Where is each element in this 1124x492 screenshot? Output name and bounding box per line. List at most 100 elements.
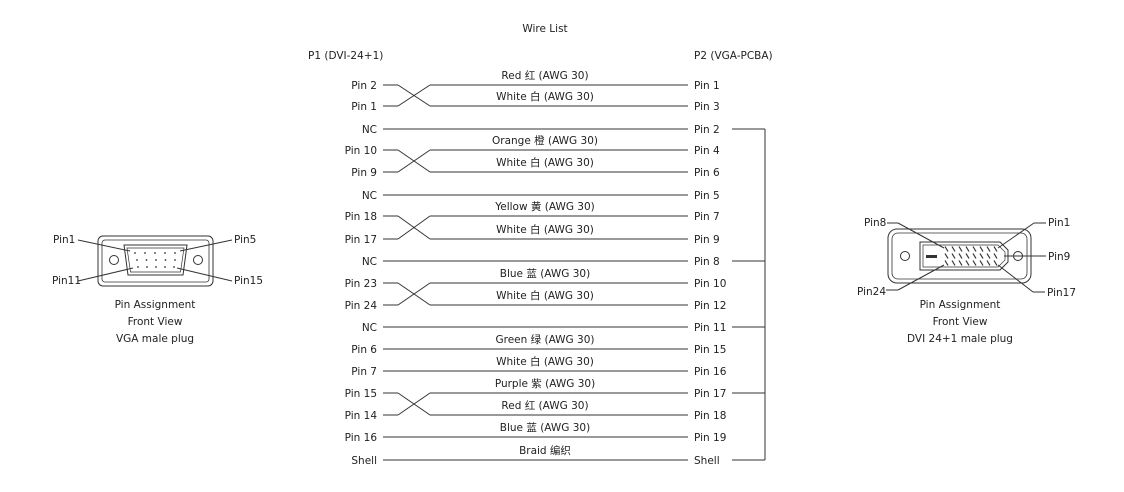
vga-pin [164, 252, 166, 254]
p2-pin-label: Pin 19 [694, 432, 726, 444]
dvi-pin [993, 246, 998, 252]
vga-pin [164, 266, 166, 268]
vga-pin [137, 266, 139, 268]
p1-pin-label: Pin 24 [345, 300, 378, 312]
p1-pin-label: NC [362, 322, 377, 334]
vga-pin1-label: Pin1 [53, 234, 75, 246]
dvi-pin [958, 253, 963, 259]
dvi-pin [993, 253, 998, 259]
vga-pin [155, 266, 157, 268]
diagram-title: Wire List [522, 23, 567, 35]
vga-d-sub-outline [123, 244, 188, 276]
vga-pin [136, 259, 138, 261]
vga-caption-3: VGA male plug [116, 333, 194, 345]
dvi-pin17-label: Pin17 [1047, 287, 1076, 299]
p2-pin-label: Pin 12 [694, 300, 726, 312]
ground-bus [732, 128, 766, 461]
p1-header: P1 (DVI-24+1) [308, 50, 383, 62]
dvi-pin [979, 246, 984, 252]
dvi-screw-left [900, 251, 910, 261]
dvi-pin [958, 260, 963, 266]
dvi-pin [965, 260, 970, 266]
p1-pin-label: NC [362, 124, 377, 136]
dvi-pin-grid [944, 246, 998, 266]
wire-color-label: Purple 紫 (AWG 30) [495, 378, 595, 390]
dvi-pin [965, 253, 970, 259]
dvi-pin [944, 260, 949, 266]
vga-pin [173, 266, 175, 268]
p2-pin-label: Pin 9 [694, 234, 720, 246]
wire-cross [397, 149, 431, 173]
p1-pin-label: Pin 15 [345, 388, 377, 400]
dvi-pin [993, 260, 998, 266]
p1-pin-label: Pin 16 [345, 432, 378, 444]
dvi-pin [951, 253, 956, 259]
p2-pin-label: Pin 10 [694, 278, 726, 290]
p2-pin-label: Pin 2 [694, 124, 720, 136]
p1-pin-label: Pin 9 [351, 167, 377, 179]
dvi-pin [972, 260, 977, 266]
vga-pin5-label: Pin5 [234, 234, 256, 246]
vga-shell-inner [101, 239, 210, 283]
vga-pin [174, 252, 176, 254]
dvi-pin [951, 246, 956, 252]
p2-pin-label: Pin 16 [694, 366, 727, 378]
dvi-pin [958, 246, 963, 252]
wire-color-label: Orange 橙 (AWG 30) [492, 134, 598, 147]
p2-pin-label: Pin 7 [694, 211, 720, 223]
wire-cross [397, 392, 431, 416]
dvi-pin [944, 253, 949, 259]
vga-screw-left [109, 255, 119, 265]
vga-pin11-label: Pin11 [52, 275, 81, 287]
wire-color-label: Red 红 (AWG 30) [501, 399, 588, 412]
vga-pin [154, 252, 156, 254]
dvi-ground-blade [926, 255, 937, 258]
dvi-pin [972, 253, 977, 259]
p2-pin-label: Pin 11 [694, 322, 726, 334]
dvi-pin [965, 246, 970, 252]
p1-pin-label: Shell [351, 455, 377, 467]
p1-pin-label: Pin 17 [345, 234, 377, 246]
dvi-pin [951, 260, 956, 266]
wire-color-label: White 白 (AWG 30) [496, 90, 594, 103]
dvi-body-outline [919, 241, 1009, 271]
vga-caption-2: Front View [128, 316, 183, 328]
vga-pin [164, 259, 167, 261]
wire-cross [397, 84, 431, 107]
vga-pin [146, 266, 148, 268]
vga-pin-grid [134, 252, 176, 268]
p1-pin-label: Pin 10 [345, 145, 377, 157]
vga-pin [144, 252, 146, 254]
vga-pin [155, 259, 157, 261]
p2-pin-label: Pin 15 [694, 344, 726, 356]
p1-pin-label: Pin 18 [345, 211, 377, 223]
p2-pin-label: Pin 4 [694, 145, 720, 157]
p2-pin-label: Pin 1 [694, 80, 720, 92]
dvi-caption-2: Front View [933, 316, 988, 328]
wire-color-label: Blue 蓝 (AWG 30) [500, 422, 590, 434]
vga-pin [145, 259, 148, 261]
dvi-caption-1: Pin Assignment [920, 299, 1001, 311]
wire-color-label: Green 绿 (AWG 30) [496, 333, 595, 346]
wire-cross [397, 282, 431, 306]
dvi-pin [944, 246, 949, 252]
wire-color-label: Yellow 黄 (AWG 30) [494, 200, 595, 213]
p2-pin-label: Pin 17 [694, 388, 726, 400]
vga-connector: Pin1 Pin5 Pin11 Pin15 Pin Assignment Fro… [52, 234, 263, 345]
dvi-pin24-label: Pin24 [857, 286, 886, 298]
wire-color-label: White 白 (AWG 30) [496, 289, 594, 302]
dvi-pin8-label: Pin8 [864, 217, 886, 229]
p1-pin-label: NC [362, 190, 377, 202]
p2-pin-label: Pin 8 [694, 256, 720, 268]
p1-pin-label: Pin 14 [345, 410, 378, 422]
p1-pin-label: Pin 7 [351, 366, 377, 378]
dvi-connector: Pin8 Pin1 Pin9 Pin24 Pin17 Pin Assignmen… [857, 217, 1076, 345]
dvi-pin1-label: Pin1 [1048, 217, 1070, 229]
vga-screw-right [193, 255, 203, 265]
vga-pin15-label: Pin15 [234, 275, 263, 287]
vga-d-sub-inner [126, 247, 185, 273]
dvi-pin [972, 246, 977, 252]
dvi-pin [986, 246, 991, 252]
vga-shell-outer [97, 235, 214, 287]
